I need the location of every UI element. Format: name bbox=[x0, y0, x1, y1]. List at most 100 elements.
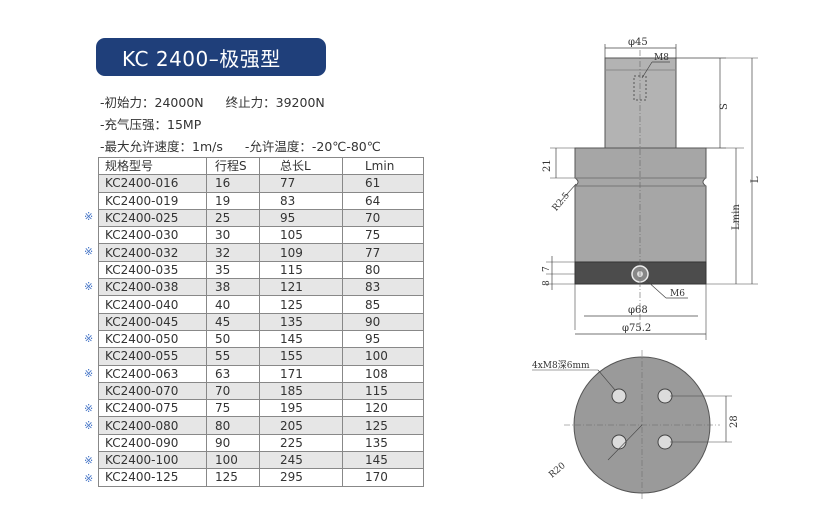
holes-leader bbox=[597, 369, 616, 391]
length-cell: 195 bbox=[259, 399, 343, 418]
stroke-cell: 125 bbox=[206, 468, 260, 487]
dim-d752-label: φ75.2 bbox=[622, 323, 651, 334]
stroke-cell: 25 bbox=[206, 208, 260, 228]
recommended-mark: ※ bbox=[84, 244, 94, 258]
length-cell: 135 bbox=[259, 312, 343, 331]
technical-drawing: φ45 M8 S L Lmin 21 R2.5 7 8 M6 φ68 φ75.2… bbox=[532, 37, 761, 500]
dim-28-label: 28 bbox=[729, 415, 740, 428]
model-cell: KC2400-063 bbox=[98, 364, 207, 383]
recommended-mark: ※ bbox=[84, 419, 94, 433]
m6-leader bbox=[645, 279, 667, 299]
model-cell: KC2400-032 bbox=[98, 243, 207, 262]
model-cell: KC2400-070 bbox=[98, 381, 207, 401]
length-cell: 95 bbox=[259, 208, 343, 228]
dim-holes-label: 4xM8深6mm bbox=[532, 360, 590, 371]
lmin-cell: 115 bbox=[342, 381, 424, 401]
recommended-mark: ※ bbox=[84, 279, 94, 293]
length-cell: 245 bbox=[259, 451, 343, 470]
stroke-cell: 63 bbox=[206, 364, 260, 383]
dim-8-label: 8 bbox=[542, 280, 552, 286]
stroke-cell: 40 bbox=[206, 295, 260, 314]
length-cell: 145 bbox=[259, 329, 343, 349]
lmin-cell: 64 bbox=[342, 191, 424, 210]
model-cell: KC2400-045 bbox=[98, 312, 207, 331]
lmin-cell: 100 bbox=[342, 347, 424, 366]
model-cell: KC2400-090 bbox=[98, 433, 207, 453]
model-cell: KC2400-100 bbox=[98, 451, 207, 470]
dim-s-label: S bbox=[719, 103, 730, 110]
model-cell: KC2400-038 bbox=[98, 278, 207, 297]
dim-d68-label: φ68 bbox=[628, 305, 648, 316]
lmin-cell: 80 bbox=[342, 260, 424, 280]
dim-r20-label: R20 bbox=[547, 461, 568, 481]
bolt-hole-3 bbox=[611, 434, 627, 450]
length-cell: 125 bbox=[259, 295, 343, 314]
stroke-cell: 16 bbox=[206, 174, 260, 193]
recommended-mark: ※ bbox=[84, 366, 94, 380]
stroke-cell: 30 bbox=[206, 226, 260, 245]
header-model: 规格型号 bbox=[98, 156, 207, 176]
lmin-cell: 83 bbox=[342, 278, 424, 297]
length-cell: 121 bbox=[259, 278, 343, 297]
recommended-mark: ※ bbox=[84, 471, 94, 485]
length-cell: 109 bbox=[259, 243, 343, 262]
lmin-cell: 108 bbox=[342, 364, 424, 383]
stroke-cell: 50 bbox=[206, 329, 260, 349]
lmin-cell: 125 bbox=[342, 416, 424, 435]
recommended-mark: ※ bbox=[84, 401, 94, 415]
lmin-cell: 135 bbox=[342, 433, 424, 453]
header-length: 总长L bbox=[259, 156, 343, 176]
stroke-cell: 45 bbox=[206, 312, 260, 331]
m8-leader bbox=[641, 61, 653, 79]
lmin-cell: 77 bbox=[342, 243, 424, 262]
model-cell: KC2400-080 bbox=[98, 416, 207, 435]
dim-m8-label: M8 bbox=[654, 53, 669, 63]
model-cell: KC2400-025 bbox=[98, 208, 207, 228]
spec-pressure: -充气压强：15MP bbox=[100, 117, 202, 132]
table-header-row: 规格型号 行程S 总长L Lmin bbox=[98, 156, 424, 176]
dim-21-label: 21 bbox=[542, 159, 553, 172]
length-cell: 225 bbox=[259, 433, 343, 453]
stroke-cell: 75 bbox=[206, 399, 260, 418]
model-cell: KC2400-019 bbox=[98, 191, 207, 210]
lmin-cell: 120 bbox=[342, 399, 424, 418]
length-cell: 185 bbox=[259, 381, 343, 401]
length-cell: 83 bbox=[259, 191, 343, 210]
lmin-cell: 95 bbox=[342, 329, 424, 349]
lmin-cell: 145 bbox=[342, 451, 424, 470]
stroke-cell: 70 bbox=[206, 381, 260, 401]
spec-temperature: -允许温度：-20℃-80℃ bbox=[244, 139, 381, 154]
spec-max-speed: -最大允许速度：1m/s bbox=[100, 139, 223, 154]
stroke-cell: 90 bbox=[206, 433, 260, 453]
stroke-cell: 32 bbox=[206, 243, 260, 262]
model-cell: KC2400-050 bbox=[98, 329, 207, 349]
bolt-hole-4 bbox=[657, 434, 673, 450]
spec-pressure-line: -充气压强：15MP bbox=[100, 114, 381, 136]
lmin-cell: 170 bbox=[342, 468, 424, 487]
model-cell: KC2400-055 bbox=[98, 347, 207, 366]
title-banner: KC 2400–极强型 bbox=[96, 38, 326, 76]
stroke-cell: 55 bbox=[206, 347, 260, 366]
length-cell: 115 bbox=[259, 260, 343, 280]
spec-initial-force: -初始力：24000N bbox=[100, 95, 204, 110]
dim-7-label: 7 bbox=[542, 266, 552, 272]
dim-lmin-label: Lmin bbox=[731, 204, 742, 230]
length-cell: 155 bbox=[259, 347, 343, 366]
model-cell: KC2400-075 bbox=[98, 399, 207, 418]
dim-m6-label: M6 bbox=[670, 289, 685, 299]
stroke-cell: 19 bbox=[206, 191, 260, 210]
